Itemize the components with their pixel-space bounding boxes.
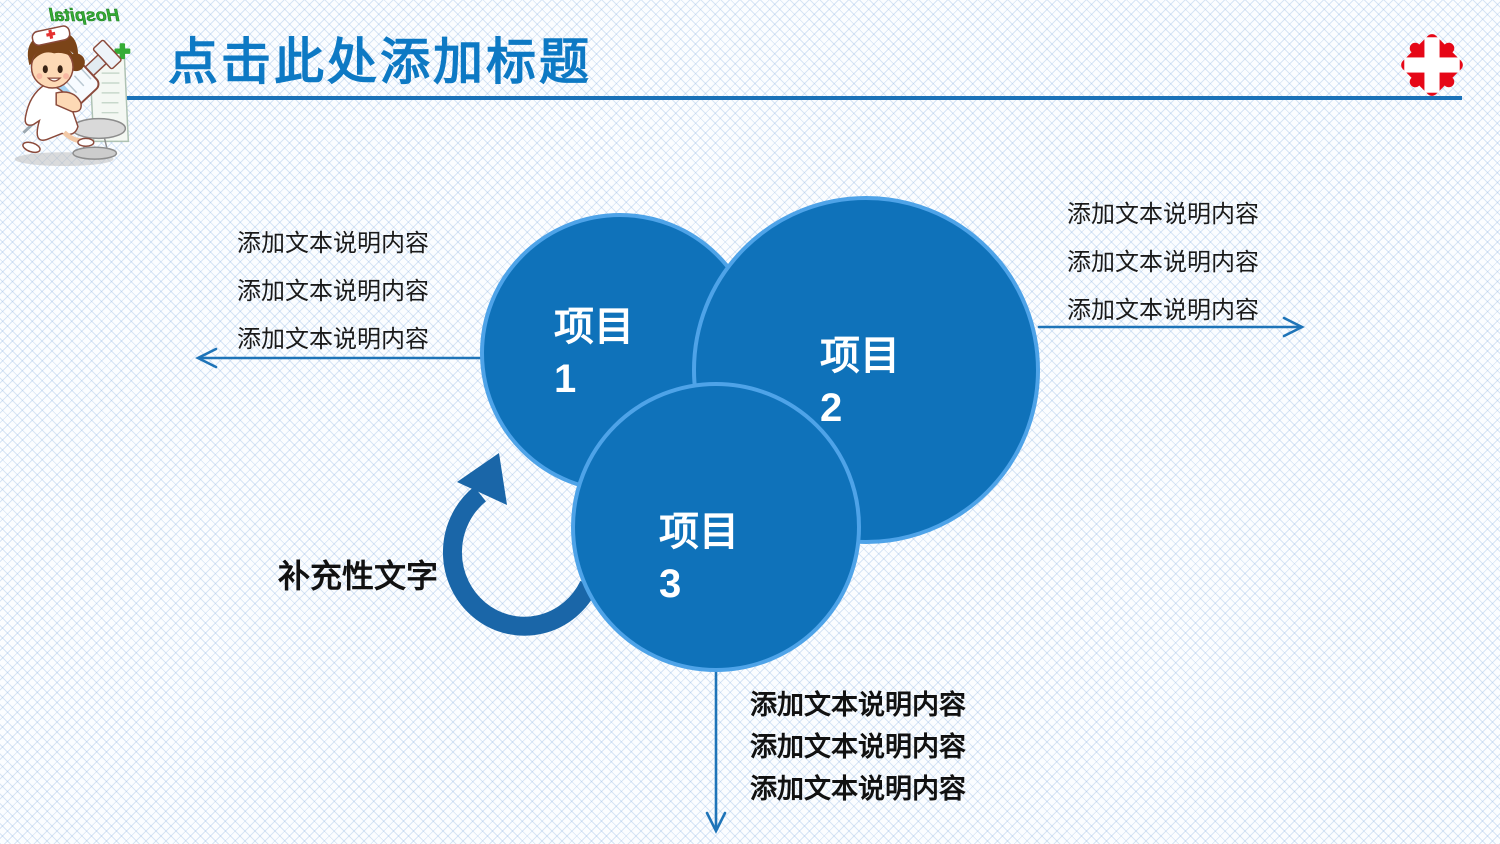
circle-item-3[interactable]: 项目 3 [571,382,861,672]
note-line: 添加文本说明内容 [237,278,429,305]
circle-2-number: 2 [820,386,843,430]
notes-left[interactable]: 添加文本说明内容 添加文本说明内容 添加文本说明内容 [237,220,429,364]
green-cross-icon [114,43,131,60]
note-line: 添加文本说明内容 [750,774,966,804]
circle-3-title: 项目 [659,510,739,554]
arrow-down-icon [705,668,727,834]
nurse-illustration-icon: Hospital [14,4,131,167]
nurse-cap-icon [31,25,71,46]
note-line: 添加文本说明内容 [1067,249,1259,276]
note-line: 添加文本说明内容 [750,690,966,720]
notes-bottom[interactable]: 添加文本说明内容 添加文本说明内容 添加文本说明内容 [750,684,966,810]
circle-2-title: 项目 [820,334,900,378]
circle-3-label: 项目 3 [659,506,739,610]
supplementary-label[interactable]: 补充性文字 [278,558,439,594]
note-line: 添加文本说明内容 [237,326,429,353]
hospital-watermark-text: Hospital [48,5,119,25]
hospital-cross-logo-icon [1401,34,1463,96]
circle-3-number: 3 [659,562,682,606]
note-line: 添加文本说明内容 [1067,297,1259,324]
notes-right[interactable]: 添加文本说明内容 添加文本说明内容 添加文本说明内容 [1067,191,1259,335]
note-line: 添加文本说明内容 [1067,201,1259,228]
circle-1-label: 项目 1 [554,301,634,405]
page-title[interactable]: 点击此处添加标题 [168,34,592,90]
circle-2-label: 项目 2 [820,330,900,434]
note-line: 添加文本说明内容 [750,732,966,762]
circle-1-number: 1 [554,357,577,401]
circle-1-title: 项目 [554,305,634,349]
note-line: 添加文本说明内容 [237,230,429,257]
title-divider [113,96,1462,100]
